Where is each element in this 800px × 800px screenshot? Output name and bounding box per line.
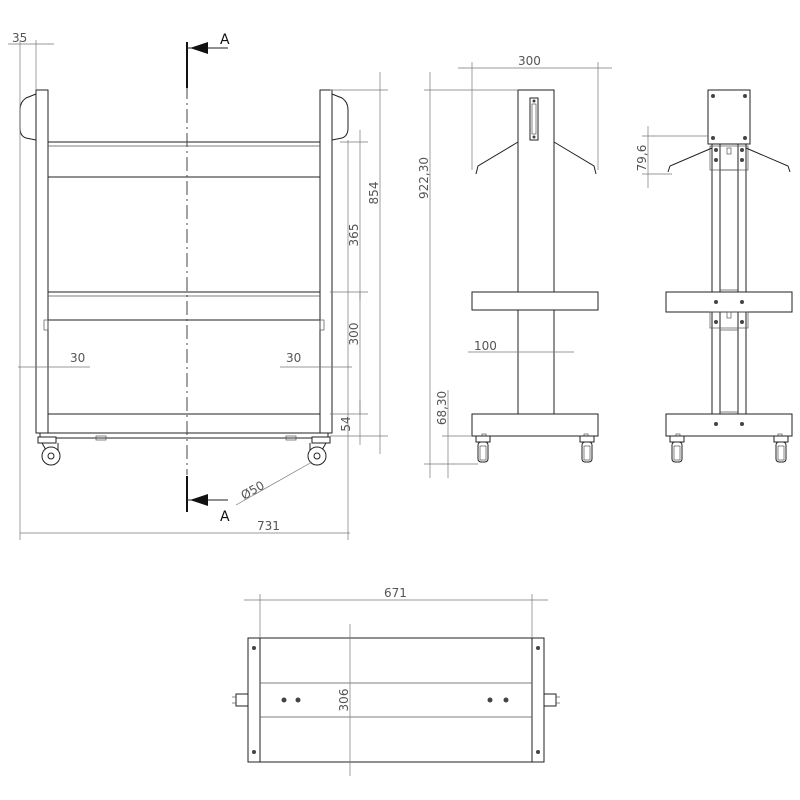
dim-text-365: 365 (347, 224, 361, 247)
dim-text-300: 300 (347, 323, 361, 346)
dim-bracket-height: 79,6 (635, 126, 708, 188)
section-label-bottom: A (220, 509, 230, 525)
top-right-handle (543, 693, 557, 707)
dim-text-79-6: 79,6 (635, 145, 649, 172)
top-right-bracket (531, 637, 545, 763)
side-post (517, 89, 555, 436)
back-left-arm (667, 147, 713, 173)
side-right-arm (553, 141, 597, 175)
dim-text-30-left: 30 (70, 351, 85, 365)
back-right-column (737, 143, 747, 415)
front-left-handle-cap (19, 93, 37, 141)
dim-text-d50: Ø50 (239, 478, 267, 502)
side-left-caster (475, 435, 491, 463)
side-left-arm (475, 141, 519, 175)
front-right-post (319, 89, 333, 434)
dim-text-54: 54 (339, 416, 353, 431)
front-left-post (35, 89, 49, 434)
front-right-caster (307, 436, 331, 466)
dim-front-width: 731 (19, 140, 350, 540)
section-marker-top: A (186, 32, 230, 88)
back-right-arm (745, 147, 791, 173)
dim-side-bottom: 68,30 (435, 390, 472, 478)
dim-text-854: 854 (367, 182, 381, 205)
side-base (471, 413, 599, 437)
dim-text-671: 671 (384, 586, 407, 600)
side-right-caster (579, 435, 595, 463)
dim-text-306: 306 (337, 689, 351, 712)
front-left-caster (37, 436, 61, 466)
back-top-plate (707, 89, 751, 145)
back-right-caster (773, 435, 789, 463)
top-view: 671 306 (232, 586, 560, 776)
front-right-handle-cap (331, 93, 349, 141)
dim-inset-left: 30 (18, 351, 90, 368)
top-left-handle (235, 693, 249, 707)
dim-front-height: 854 (330, 72, 388, 454)
dim-side-height: 922,30 (417, 72, 518, 478)
dim-inset-right: 30 (280, 351, 352, 368)
back-view: 79,6 (635, 89, 793, 463)
dim-text-30-right: 30 (286, 351, 301, 365)
dim-side-post-width: 100 (468, 339, 574, 353)
dim-side-top-width: 300 (458, 54, 612, 170)
dim-text-100: 100 (474, 339, 497, 353)
dim-wheel-diameter: Ø50 (235, 461, 313, 506)
side-view: 300 922,30 100 68,30 (417, 54, 612, 478)
back-left-column (711, 143, 721, 415)
back-middle-bar (665, 291, 793, 313)
back-left-caster (669, 435, 685, 463)
top-left-bracket (247, 637, 261, 763)
dim-top-length: 671 (244, 586, 548, 638)
top-shelf-outline (259, 637, 533, 763)
dim-lower-gap: 300 (330, 292, 368, 415)
dim-upper-gap: 365 (330, 130, 368, 300)
dim-text-300-side: 300 (518, 54, 541, 68)
dim-text-731: 731 (257, 519, 280, 533)
dim-top-depth: 306 (337, 624, 351, 776)
dim-text-922-30: 922,30 (417, 157, 431, 199)
front-view: A A 35 854 365 (8, 31, 388, 540)
side-middle-bar (471, 291, 599, 311)
section-marker-bottom: A (186, 476, 230, 525)
dim-offset-top-left: 35 (8, 31, 54, 140)
front-top-shelf (47, 141, 321, 178)
front-middle-shelf (47, 291, 321, 321)
section-label-top: A (220, 32, 230, 48)
dim-text-35: 35 (12, 31, 27, 45)
dim-bottom-clearance: 54 (339, 400, 361, 445)
back-base (665, 413, 793, 437)
dim-text-68-30: 68,30 (435, 391, 449, 425)
